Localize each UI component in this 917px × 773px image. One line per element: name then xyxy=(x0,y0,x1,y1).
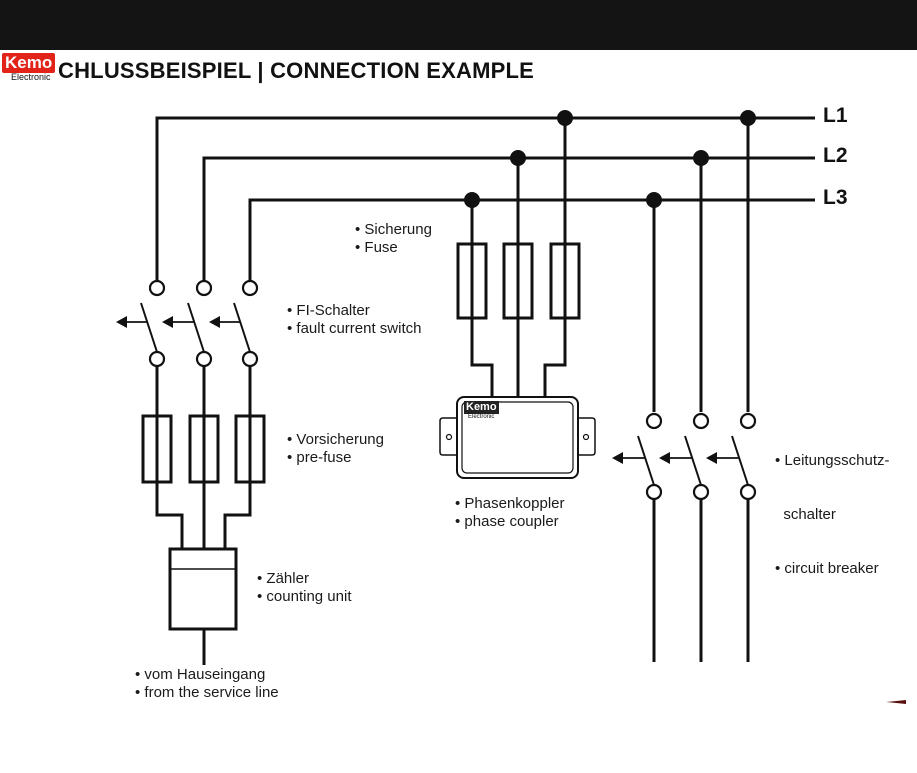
phase-coupler-inner xyxy=(461,401,574,474)
logo-sub: Electronic xyxy=(11,72,51,82)
fi-arrow-2 xyxy=(162,316,173,328)
coupler-wire-3-bottom xyxy=(543,318,567,398)
junction-l2-breaker xyxy=(693,150,709,166)
meter-wire-1 xyxy=(155,482,184,550)
label-phase-coupler-de: • Phasenkoppler xyxy=(455,495,565,512)
breaker-arrow-2 xyxy=(659,452,670,464)
label-meter-en: • counting unit xyxy=(257,588,352,605)
label-circuit-breaker-de-1: • Leitungsschutz- xyxy=(775,452,890,469)
label-service-line: • vom Hauseingang • from the service lin… xyxy=(135,666,279,702)
breaker-contact-top-1 xyxy=(645,412,663,430)
fi-contact-bottom-1 xyxy=(148,350,166,368)
logo-brand: Kemo xyxy=(2,53,56,73)
label-fuse-en: • Fuse xyxy=(355,239,398,256)
breaker-blade-2 xyxy=(684,435,702,486)
meter-wire-3 xyxy=(223,482,252,550)
phase-label-l2: L2 xyxy=(823,144,848,167)
coupler-tab-left xyxy=(439,417,457,456)
bus-line-l2 xyxy=(202,156,815,282)
fi-blade-3 xyxy=(233,302,251,353)
junction-l1-coupler xyxy=(557,110,573,126)
bus-line-l3 xyxy=(248,198,815,282)
junction-l3-coupler xyxy=(464,192,480,208)
breaker-contact-top-2 xyxy=(692,412,710,430)
fi-contact-top-1 xyxy=(148,279,166,297)
fi-contact-bottom-2 xyxy=(195,350,213,368)
breaker-blade-3 xyxy=(731,435,749,486)
label-pre-fuse: • Vorsicherung • pre-fuse xyxy=(287,431,384,467)
label-circuit-breaker: • Leitungsschutz- schalter • circuit bre… xyxy=(775,416,889,596)
fi-blade-2 xyxy=(187,302,205,353)
coupler-logo-sub: Electronic xyxy=(468,414,495,420)
breaker-arrow-1 xyxy=(612,452,623,464)
label-service-line-en: • from the service line xyxy=(135,684,279,701)
junction-l2-coupler xyxy=(510,150,526,166)
breaker-contact-bottom-2 xyxy=(692,483,710,501)
fi-arrow-1 xyxy=(116,316,127,328)
label-fi-switch: • FI-Schalter • fault current switch xyxy=(287,302,421,338)
label-phase-coupler: • Phasenkoppler • phase coupler xyxy=(455,495,565,531)
junction-l3-breaker xyxy=(646,192,662,208)
fi-blade-1 xyxy=(140,302,158,353)
label-fuse: • Sicherung • Fuse xyxy=(355,221,432,257)
breaker-blade-1 xyxy=(637,435,655,486)
label-fuse-de: • Sicherung xyxy=(355,221,432,238)
phase-label-l3: L3 xyxy=(823,186,848,209)
label-circuit-breaker-de-2: schalter xyxy=(775,506,836,523)
breaker-contact-top-3 xyxy=(739,412,757,430)
label-fi-switch-de: • FI-Schalter xyxy=(287,302,370,319)
label-pre-fuse-en: • pre-fuse xyxy=(287,449,352,466)
label-meter: • Zähler • counting unit xyxy=(257,570,351,606)
junction-l1-breaker xyxy=(740,110,756,126)
page-title: CHLUSSBEISPIEL | CONNECTION EXAMPLE xyxy=(58,58,535,83)
bus-line-l1 xyxy=(155,116,815,282)
label-phase-coupler-en: • phase coupler xyxy=(455,513,559,530)
breaker-contact-bottom-3 xyxy=(739,483,757,501)
coupler-screw-left xyxy=(445,433,453,441)
breaker-contact-bottom-1 xyxy=(645,483,663,501)
label-service-line-de: • vom Hauseingang xyxy=(135,666,266,683)
fi-contact-bottom-3 xyxy=(241,350,259,368)
coupler-wire-1-bottom xyxy=(470,318,494,398)
phase-label-l1: L1 xyxy=(823,104,848,127)
fi-arrow-3 xyxy=(209,316,220,328)
label-meter-de: • Zähler xyxy=(257,570,309,587)
coupler-tab-right xyxy=(578,417,596,456)
label-pre-fuse-de: • Vorsicherung xyxy=(287,431,384,448)
coupler-logo-brand: Kemo xyxy=(464,401,499,414)
label-fi-switch-en: • fault current switch xyxy=(287,320,422,337)
breaker-arrow-3 xyxy=(706,452,717,464)
corner-mark xyxy=(886,700,906,704)
label-circuit-breaker-en: • circuit breaker xyxy=(775,560,879,577)
phase-coupler-box xyxy=(456,396,579,479)
top-bar xyxy=(0,0,917,50)
fi-contact-top-2 xyxy=(195,279,213,297)
coupler-screw-right xyxy=(582,433,590,441)
kemo-logo: Kemo Electronic xyxy=(2,53,66,83)
fi-contact-top-3 xyxy=(241,279,259,297)
meter-box xyxy=(168,547,238,631)
